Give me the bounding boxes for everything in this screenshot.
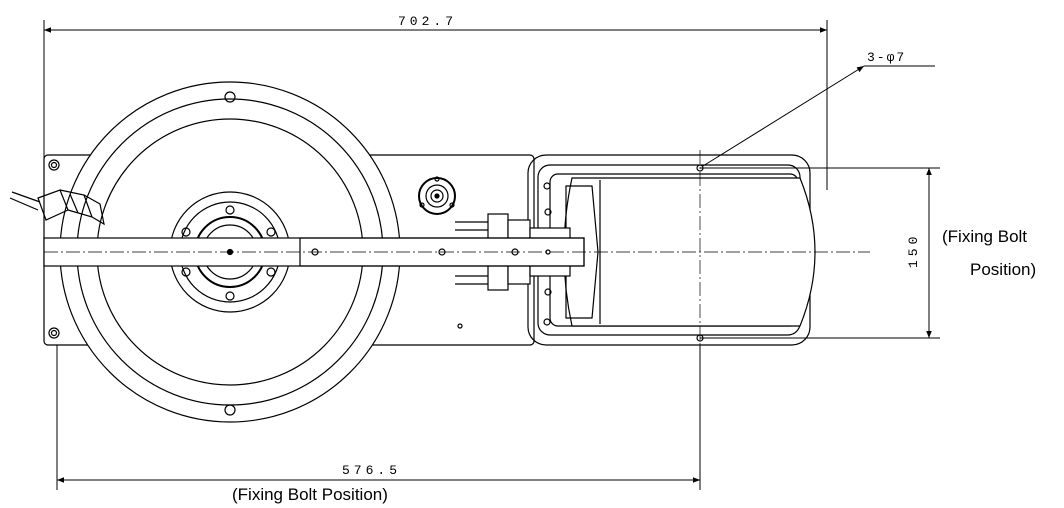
right-fixing-bolt-note-line2: Position): [970, 260, 1037, 279]
cable-gland: [9, 189, 105, 226]
bolt-pitch-width-dimension: [700, 167, 940, 339]
center-lines: [44, 150, 870, 350]
bolt-pitch-length-dimension: [56, 345, 701, 490]
right-fixing-bolt-note-line1: (Fixing Bolt: [942, 227, 1028, 246]
bolt-pitch-width-value: 150: [906, 233, 921, 268]
hole-callout-leader: [702, 65, 935, 167]
bolt-pitch-length-value: 576.5: [342, 463, 401, 478]
hole-callout-text: 3-φ7: [867, 50, 906, 65]
overall-length-dimension: [43, 20, 828, 190]
swivel-fitting: [418, 176, 456, 215]
bottom-fixing-bolt-note: (Fixing Bolt Position): [232, 485, 388, 504]
overall-length-value: 702.7: [398, 14, 457, 29]
